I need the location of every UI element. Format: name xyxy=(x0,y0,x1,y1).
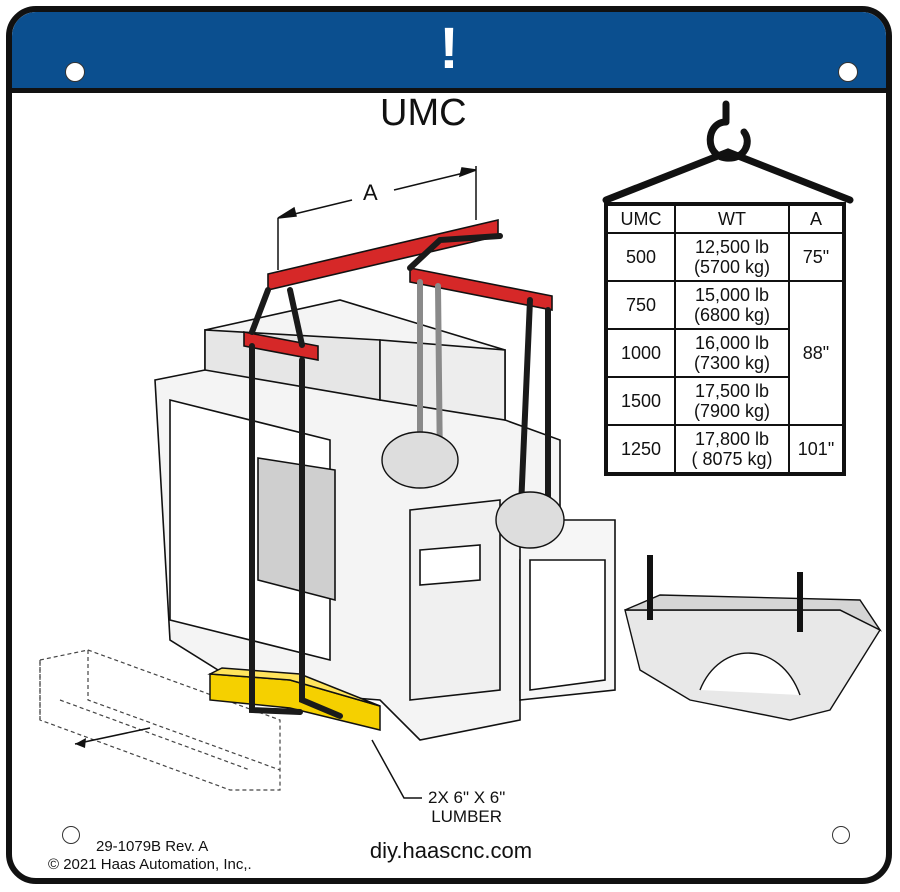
lumber-size: 2X 6" X 6" xyxy=(428,788,506,807)
move-arrow xyxy=(74,727,151,745)
table-row: 1250 17,800 lb( 8075 kg) 101" xyxy=(605,424,845,475)
model-title: UMC xyxy=(380,92,467,134)
table-row: 500 12,500 lb(5700 kg) 75" xyxy=(605,232,845,282)
weight-lb: 17,800 lb xyxy=(694,429,770,449)
mounting-hole-left xyxy=(65,62,85,82)
weight-kg: (7900 kg) xyxy=(693,401,771,421)
cell-umc: 1500 xyxy=(605,376,676,426)
weight-lb: 12,500 lb xyxy=(694,237,770,257)
cell-umc: 1000 xyxy=(605,328,676,378)
cell-a: 88" xyxy=(788,280,845,426)
base-casting-detail xyxy=(624,555,883,721)
exclamation-icon: ! xyxy=(439,16,459,81)
table-header-row: UMC WT A xyxy=(605,203,845,234)
screw-hole-left xyxy=(62,826,80,844)
lumber-label: LUMBER xyxy=(431,807,503,826)
website: diy.haascnc.com xyxy=(369,838,533,863)
spreader-bar-rear xyxy=(409,267,553,311)
warning-banner: ! xyxy=(12,12,886,93)
cell-wt: 17,500 lb(7900 kg) xyxy=(674,376,790,426)
cell-wt: 17,800 lb( 8075 kg) xyxy=(674,424,790,475)
header-umc: UMC xyxy=(605,203,676,234)
cell-umc: 500 xyxy=(605,232,676,282)
spreader-bar-front xyxy=(243,331,319,361)
weight-lb: 15,000 lb xyxy=(694,285,770,305)
lifting-straps xyxy=(249,233,551,719)
header-a: A xyxy=(788,203,845,234)
umc-machine xyxy=(154,299,616,741)
weight-table: UMC WT A 500 12,500 lb(5700 kg) 75" 750 … xyxy=(604,202,846,476)
table-row: 1000 16,000 lb(7300 kg) xyxy=(605,328,844,378)
weight-lb: 17,500 lb xyxy=(694,381,770,401)
cell-a: 75" xyxy=(788,232,845,282)
lumber-leader xyxy=(371,739,422,799)
cell-umc: 750 xyxy=(605,280,676,330)
lumber-callout: 2X 6" X 6" LUMBER xyxy=(428,788,505,826)
lift-point-detail xyxy=(495,491,565,549)
table-row: 1500 17,500 lb(7900 kg) xyxy=(605,376,844,426)
weight-lb: 16,000 lb xyxy=(694,333,770,353)
table-row: 750 15,000 lb(6800 kg) 88" xyxy=(605,280,845,426)
weight-kg: ( 8075 kg) xyxy=(691,449,773,469)
lift-point-detail xyxy=(381,431,459,489)
screw-hole-right xyxy=(832,826,850,844)
mounting-hole-right xyxy=(838,62,858,82)
dimension-a xyxy=(277,166,477,270)
dimension-a-label: A xyxy=(363,180,378,205)
part-number: 29-1079B Rev. A xyxy=(96,838,209,855)
cell-a: 101" xyxy=(788,424,845,475)
cell-wt: 12,500 lb(5700 kg) xyxy=(674,232,790,282)
copyright: © 2021 Haas Automation, Inc,. xyxy=(48,856,252,873)
removed-skid-outline xyxy=(39,649,281,791)
weight-kg: (5700 kg) xyxy=(693,257,771,277)
cell-umc: 1250 xyxy=(605,424,676,475)
header-wt: WT xyxy=(674,203,790,234)
weight-kg: (7300 kg) xyxy=(693,353,771,373)
cell-wt: 15,000 lb(6800 kg) xyxy=(674,280,790,330)
weight-kg: (6800 kg) xyxy=(693,305,771,325)
cell-wt: 16,000 lb(7300 kg) xyxy=(674,328,790,378)
crane-hook-icon xyxy=(602,100,854,204)
